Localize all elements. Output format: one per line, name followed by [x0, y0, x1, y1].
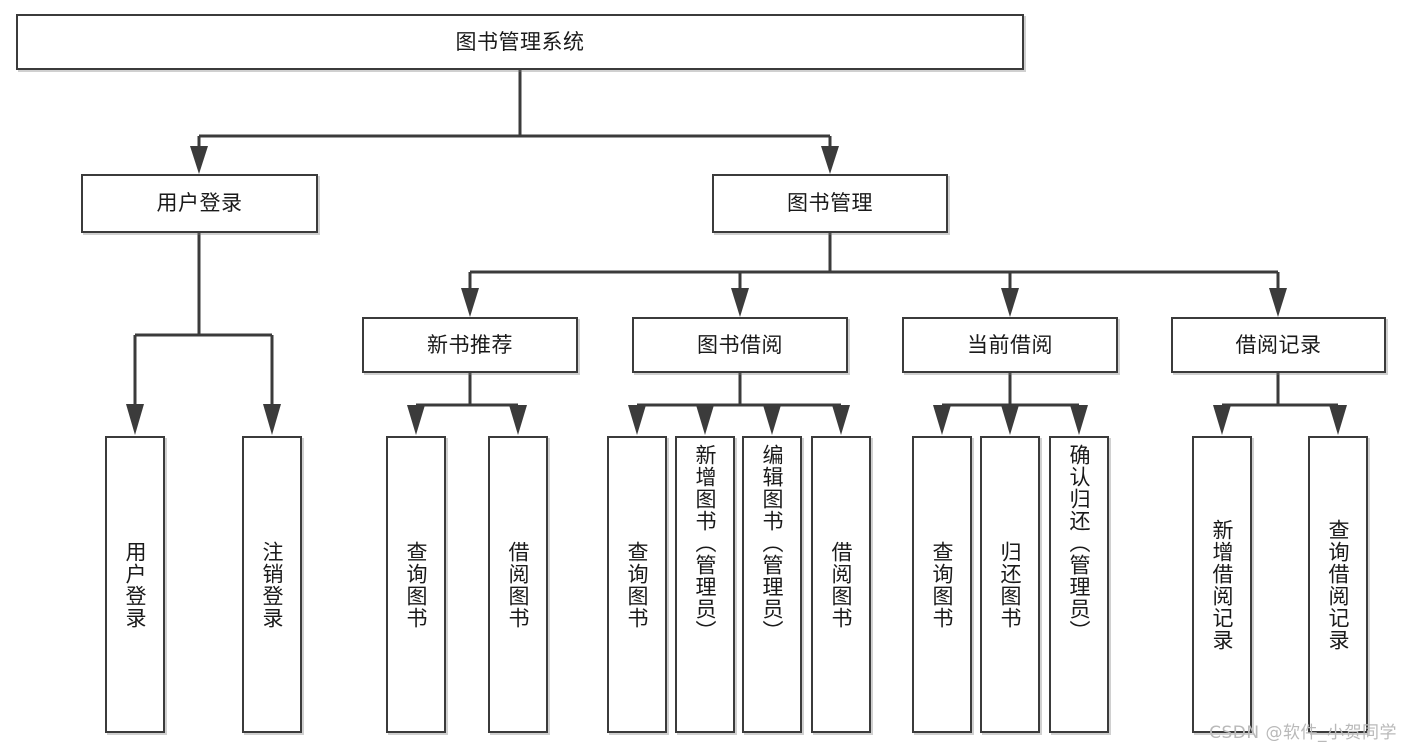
node-label: 当前借阅	[967, 332, 1053, 357]
node-label: 新书推荐	[427, 332, 513, 357]
node-label: 借阅图书	[829, 540, 854, 629]
node-label: 借阅记录	[1235, 332, 1322, 357]
node-label: 查询借阅记录	[1326, 518, 1351, 651]
watermark-text: CSDN @软件_小贺同学	[1209, 723, 1397, 743]
leaf-user-login[interactable]: 用户登录	[105, 436, 165, 733]
leaf-add-book[interactable]: 新增图书（管理员）	[675, 436, 735, 733]
node-new-book-recommend[interactable]: 新书推荐	[362, 317, 578, 373]
node-label: 确认归还（管理员）	[1067, 444, 1092, 642]
node-label: 查询图书	[930, 540, 955, 629]
node-label: 归还图书	[998, 540, 1023, 629]
leaf-query-book-3[interactable]: 查询图书	[912, 436, 972, 733]
node-label: 新增图书（管理员）	[693, 444, 718, 642]
leaf-edit-book[interactable]: 编辑图书（管理员）	[742, 436, 802, 733]
node-current-borrow[interactable]: 当前借阅	[902, 317, 1118, 373]
node-label: 编辑图书（管理员）	[760, 444, 785, 642]
node-label: 查询图书	[625, 540, 650, 629]
node-user-login[interactable]: 用户登录	[81, 174, 318, 233]
node-label: 注销登录	[260, 540, 285, 629]
node-label: 图书管理	[787, 191, 873, 216]
leaf-query-book-2[interactable]: 查询图书	[607, 436, 667, 733]
node-label: 图书借阅	[697, 332, 783, 357]
leaf-query-book-1[interactable]: 查询图书	[386, 436, 446, 733]
node-book-manage[interactable]: 图书管理	[712, 174, 948, 233]
node-label: 新增借阅记录	[1210, 518, 1235, 651]
node-root-system[interactable]: 图书管理系统	[16, 14, 1024, 70]
node-label: 查询图书	[404, 540, 429, 629]
node-book-borrow[interactable]: 图书借阅	[632, 317, 848, 373]
leaf-return-book[interactable]: 归还图书	[980, 436, 1040, 733]
leaf-add-record[interactable]: 新增借阅记录	[1192, 436, 1252, 733]
node-label: 图书管理系统	[455, 29, 585, 54]
node-label: 用户登录	[156, 191, 243, 216]
leaf-query-record[interactable]: 查询借阅记录	[1308, 436, 1368, 733]
leaf-borrow-book-2[interactable]: 借阅图书	[811, 436, 871, 733]
node-borrow-record[interactable]: 借阅记录	[1171, 317, 1386, 373]
node-label: 借阅图书	[506, 540, 531, 629]
leaf-logout[interactable]: 注销登录	[242, 436, 302, 733]
leaf-borrow-book-1[interactable]: 借阅图书	[488, 436, 548, 733]
node-label: 用户登录	[123, 540, 148, 629]
leaf-confirm-return[interactable]: 确认归还（管理员）	[1049, 436, 1109, 733]
